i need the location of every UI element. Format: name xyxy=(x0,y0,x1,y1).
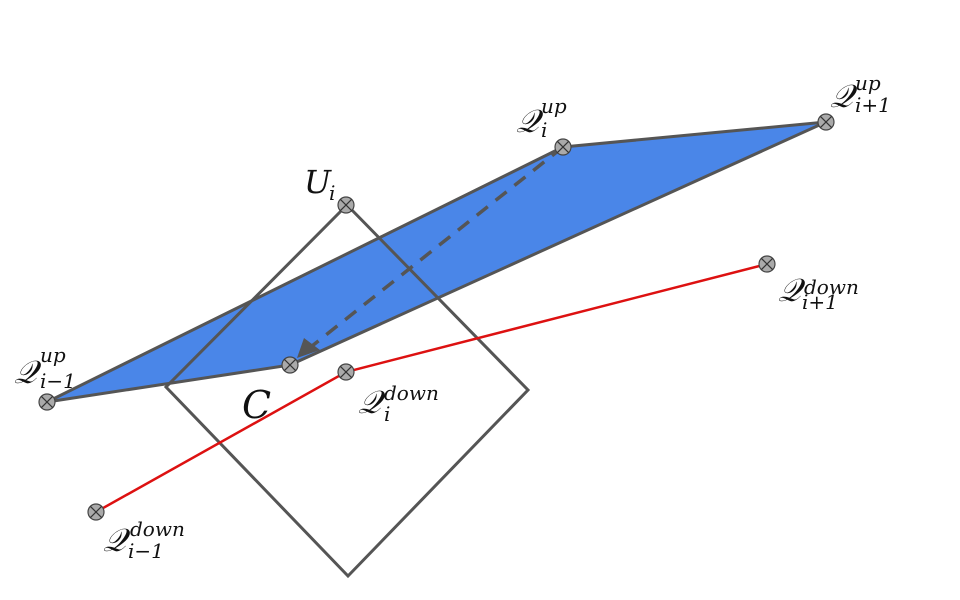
point-q-up-i xyxy=(554,138,572,156)
label-c: C xyxy=(242,383,271,427)
label-sub: i xyxy=(384,402,390,426)
label-sub: i xyxy=(541,118,547,142)
label-q-up-ip1: 𝒬 up i+1 xyxy=(830,71,891,117)
label-main: 𝒬 xyxy=(830,77,858,115)
label-sub: i−1 xyxy=(40,369,76,393)
label-u-i: U i xyxy=(304,163,335,205)
label-sup: down xyxy=(130,517,185,541)
triangle-arrowhead-icon xyxy=(297,338,320,358)
label-sup: down xyxy=(384,381,439,405)
point-u-i xyxy=(337,196,355,214)
neighborhood-square xyxy=(163,202,531,579)
label-sup: up xyxy=(541,94,567,118)
label-main: 𝒬 xyxy=(103,521,131,559)
label-main: 𝒬 xyxy=(516,102,544,140)
point-q-down-ip1 xyxy=(758,255,776,273)
label-q-down-ip1: 𝒬 down i+1 xyxy=(778,271,859,314)
dashed-projection-line xyxy=(310,145,565,348)
point-q-down-im1 xyxy=(87,503,105,521)
label-sup: up xyxy=(855,71,881,95)
point-c xyxy=(281,356,299,374)
label-q-down-i: 𝒬 down i xyxy=(358,381,439,426)
label-sup: up xyxy=(40,343,66,367)
label-main: 𝒬 xyxy=(358,383,386,421)
upper-region xyxy=(45,120,828,404)
label-main: 𝒬 xyxy=(14,353,42,391)
point-q-up-im1 xyxy=(38,393,56,411)
label-sub: i+1 xyxy=(802,290,838,314)
point-q-up-ip1 xyxy=(817,113,835,131)
label-sup: down xyxy=(804,275,859,299)
label-main: C xyxy=(242,383,271,427)
label-q-up-im1: 𝒬 up i−1 xyxy=(14,343,76,393)
label-q-down-im1: 𝒬 down i−1 xyxy=(103,517,185,563)
label-q-up-i: 𝒬 up i xyxy=(516,94,567,142)
label-main: U xyxy=(304,163,332,201)
point-q-down-i xyxy=(337,363,355,381)
label-sub: i xyxy=(329,181,335,205)
label-sub: i−1 xyxy=(128,539,164,563)
label-sub: i+1 xyxy=(855,93,891,117)
